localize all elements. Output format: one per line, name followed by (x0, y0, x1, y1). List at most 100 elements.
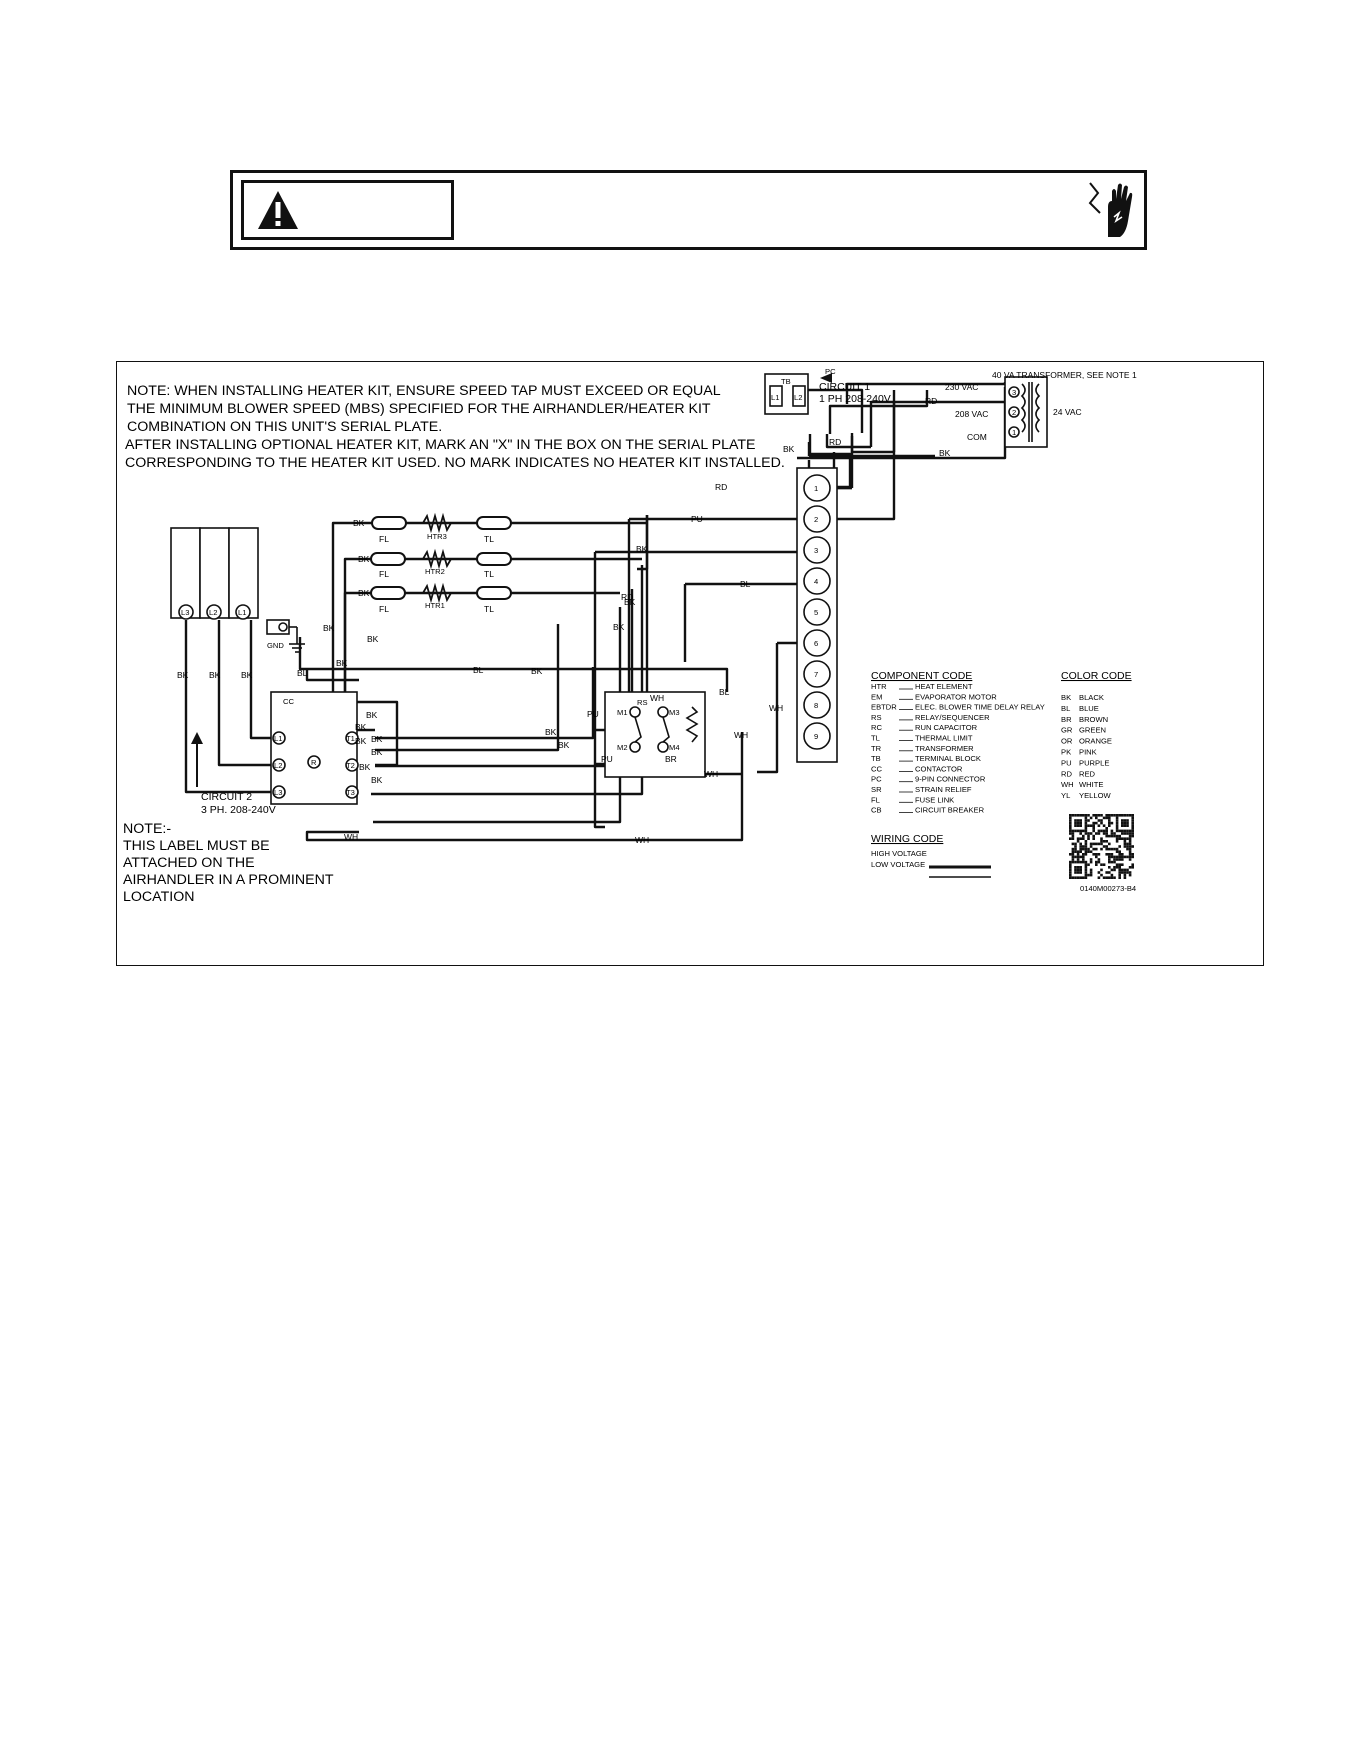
qr-module (1102, 816, 1106, 820)
v230-label: 230 VAC (945, 382, 978, 392)
qr-module (1069, 863, 1072, 866)
qr-module (1095, 863, 1098, 866)
pc-pin (803, 691, 831, 719)
qr-module (1118, 837, 1121, 840)
qr-module (1118, 863, 1121, 866)
qr-module (1126, 821, 1129, 825)
qr-module (1108, 853, 1111, 856)
qr-module (1076, 855, 1080, 859)
qr-module (1126, 847, 1129, 851)
low-voltage-label: LOW VOLTAGE (871, 860, 925, 869)
qr-module (1128, 847, 1132, 851)
component-desc: RUN CAPACITOR (915, 723, 978, 732)
qr-module (1128, 829, 1132, 833)
qr-module (1118, 871, 1121, 874)
wl-wh-6: WH (704, 769, 718, 779)
wl-bk-4: BK (636, 544, 648, 554)
qr-module (1108, 866, 1111, 869)
qr-module (1087, 847, 1090, 851)
com-label: COM (967, 432, 987, 442)
qr-module (1110, 860, 1114, 864)
qr-module (1089, 845, 1093, 848)
terminal-block (764, 373, 809, 415)
qr-module (1076, 866, 1080, 869)
contactor-labels: CC L1 L2 L3 T1 T2 T3 R (274, 697, 355, 797)
wl-bk-com: BK (939, 448, 951, 458)
qr-module (1110, 829, 1114, 833)
qr-module (1123, 855, 1127, 859)
fuse-link-2 (370, 552, 406, 566)
thermal-limit-3 (476, 516, 512, 530)
qr-module (1082, 814, 1085, 817)
qr-module (1131, 832, 1134, 835)
wl-bl-2: BL (473, 665, 484, 675)
qr-module (1087, 819, 1090, 822)
wire-bl-cc (305, 669, 359, 682)
qr-module (1105, 871, 1108, 874)
wl-bk-14: BK (366, 710, 378, 720)
qr-module (1079, 842, 1082, 846)
color-name: PINK (1079, 748, 1097, 757)
qr-module (1118, 858, 1121, 861)
electrical-shock-hand-icon (1088, 182, 1133, 237)
qr-module (1084, 847, 1088, 851)
color-name: PURPLE (1079, 758, 1109, 767)
qr-module (1084, 876, 1088, 879)
qr-module (1102, 876, 1106, 879)
qr-module (1097, 853, 1101, 856)
qr-module (1105, 847, 1108, 851)
wire-bk-l2 (217, 620, 271, 767)
wire-bk-t3 (373, 607, 622, 824)
qr-module (1095, 814, 1098, 817)
wl-bk-12: BK (209, 670, 221, 680)
pc-pin-label: 3 (814, 546, 818, 555)
qr-module (1121, 829, 1124, 833)
qr-module (1118, 876, 1121, 879)
wiring-code-legend: WIRING CODE HIGH VOLTAGE LOW VOLTAGE (871, 833, 943, 869)
qr-module (1069, 853, 1072, 856)
wire-wh-cc (305, 830, 359, 835)
qr-module (1118, 866, 1121, 869)
qr-module (1076, 829, 1080, 833)
qr-module (1102, 845, 1106, 848)
thermal-limit-1 (476, 586, 512, 600)
qr-module (1121, 824, 1124, 827)
qr-module (1069, 868, 1072, 872)
qr-module (1079, 871, 1082, 874)
qr-module (1092, 821, 1095, 825)
qr-module (1069, 824, 1072, 827)
wl-bk-8: BK (323, 623, 335, 633)
qr-module (1115, 847, 1119, 851)
qr-module (1097, 829, 1101, 833)
component-code: RC (871, 723, 882, 732)
qr-module (1108, 824, 1111, 827)
pc-pin-label: 9 (814, 732, 818, 741)
qr-module (1069, 816, 1072, 820)
qr-module (1074, 847, 1077, 851)
qr-module (1131, 853, 1134, 856)
qr-module (1074, 850, 1077, 853)
qr-module (1113, 860, 1116, 864)
component-desc: RELAY/SEQUENCER (915, 713, 990, 722)
qr-module (1084, 827, 1088, 830)
circuit2-line2: 3 PH. 208-240V (201, 804, 276, 816)
wl-bk-19: BK (359, 762, 371, 772)
qr-module (1097, 832, 1101, 835)
qr-module (1076, 853, 1080, 856)
qr-module (1082, 847, 1085, 851)
wl-wh-1: WH (344, 832, 358, 842)
fl2-label: FL (379, 569, 389, 579)
qr-module (1087, 824, 1090, 827)
qr-module (1069, 837, 1072, 840)
qr-module (1095, 842, 1098, 846)
qr-module (1108, 834, 1111, 838)
qr-module (1069, 814, 1072, 817)
qr-module (1076, 858, 1080, 861)
wiring-diagram-svg: L3 L2 L1 GND CC L1 L2 L3 T1 T2 T3 R (123, 367, 1137, 905)
qr-module (1105, 845, 1108, 848)
qr-module (1074, 824, 1077, 827)
qr-module (1110, 847, 1114, 851)
component-code: CB (871, 806, 882, 815)
qr-module (1089, 832, 1093, 835)
